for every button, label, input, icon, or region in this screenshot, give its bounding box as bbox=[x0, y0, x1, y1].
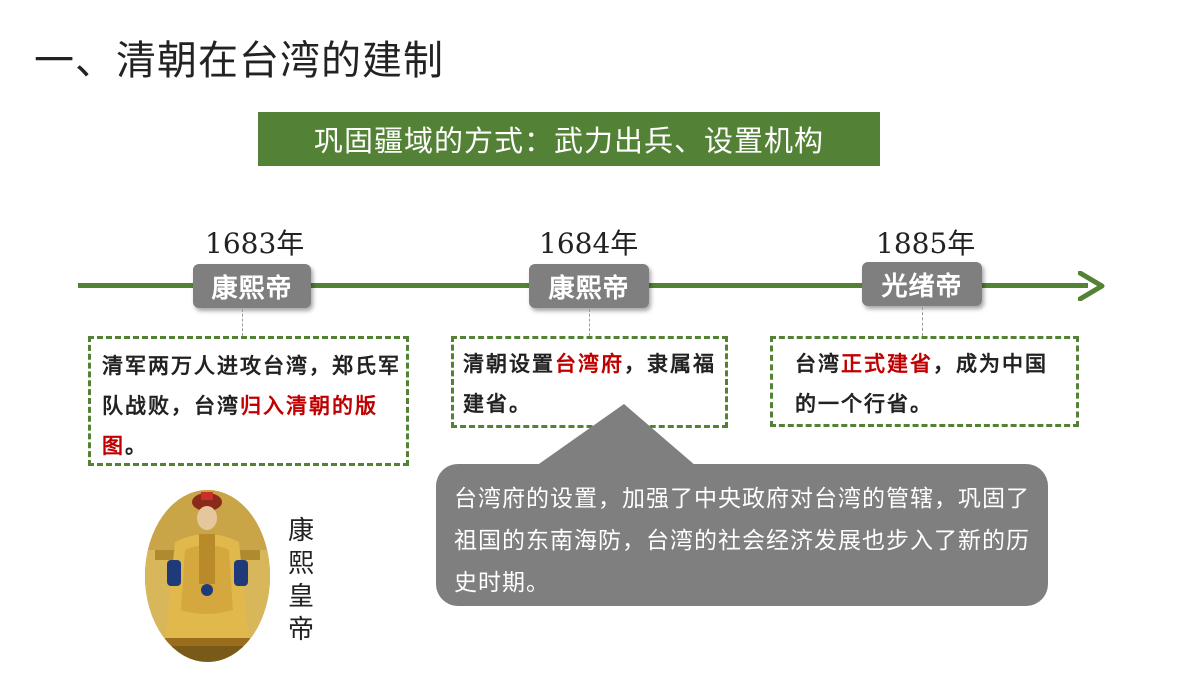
callout-pointer bbox=[536, 404, 696, 466]
card-text: ，隶属福建省。 bbox=[463, 351, 716, 416]
emperor-tag-guangxu: 光绪帝 bbox=[862, 262, 982, 306]
year-label-1885: 1885年 bbox=[876, 227, 976, 260]
event-card-1683: 清军两万人进攻台湾，郑氏军队战败，台湾归入清朝的版图。 bbox=[88, 336, 409, 466]
event-card-1684: 清朝设置台湾府，隶属福建省。 bbox=[451, 336, 728, 428]
connector-line bbox=[589, 309, 590, 336]
topic-banner: 巩固疆域的方式：武力出兵、设置机构 bbox=[258, 112, 880, 166]
emperor-tag-kangxi-2: 康熙帝 bbox=[529, 264, 649, 308]
connector-line bbox=[922, 307, 923, 336]
portrait-caption: 康熙皇帝 bbox=[287, 516, 314, 645]
highlight-text: 正式建省 bbox=[841, 351, 933, 376]
emperor-tag-kangxi-1: 康熙帝 bbox=[193, 264, 311, 308]
card-text: 。 bbox=[125, 433, 148, 458]
connector-line bbox=[242, 309, 243, 336]
page-title: 一、清朝在台湾的建制 bbox=[34, 38, 444, 84]
card-text: 清朝设置 bbox=[463, 351, 555, 376]
card-text: ，成为中国的一个行省。 bbox=[795, 351, 1048, 416]
year-label-1684: 1684年 bbox=[539, 227, 639, 260]
highlight-text: 归入清朝的版图 bbox=[102, 393, 378, 458]
explanation-callout: 台湾府的设置，加强了中央政府对台湾的管辖，巩固了祖国的东南海防，台湾的社会经济发… bbox=[436, 404, 1048, 606]
kangxi-portrait-image bbox=[145, 490, 270, 662]
arrow-head-icon bbox=[1078, 271, 1105, 301]
event-card-1885: 台湾正式建省，成为中国的一个行省。 bbox=[770, 336, 1079, 427]
card-text: 台湾 bbox=[795, 351, 841, 376]
year-label-1683: 1683年 bbox=[205, 227, 305, 260]
highlight-text: 台湾府 bbox=[555, 351, 624, 376]
callout-text: 台湾府的设置，加强了中央政府对台湾的管辖，巩固了祖国的东南海防，台湾的社会经济发… bbox=[436, 464, 1048, 606]
card-text: 清军两万人进攻台湾，郑氏军队战败，台湾 bbox=[102, 353, 401, 418]
